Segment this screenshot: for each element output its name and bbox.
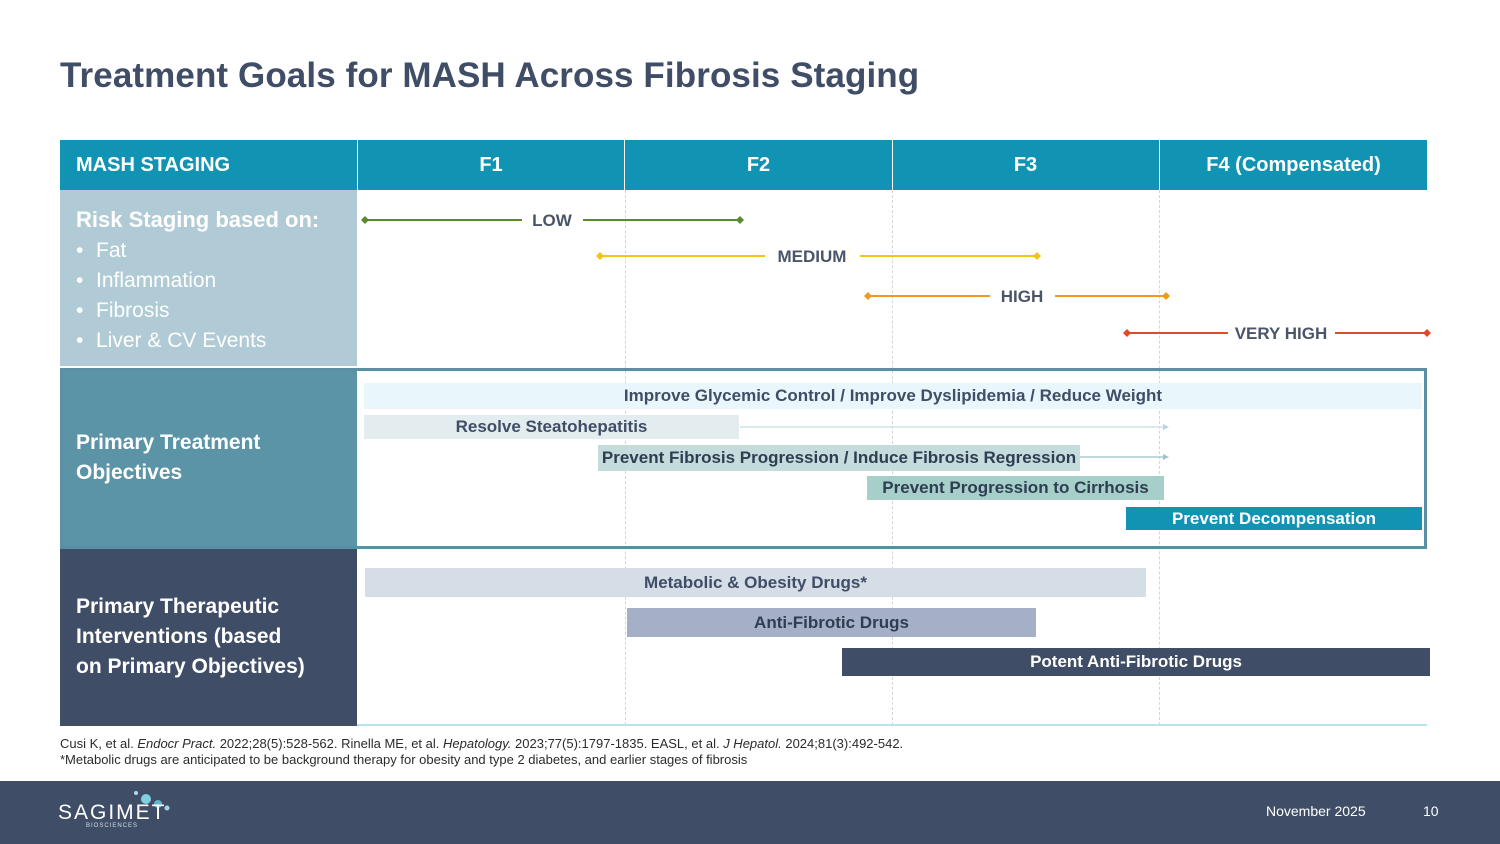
reference-line: Cusi K, et al. Endocr Pract. 2022;28(5):… (60, 736, 904, 751)
header-divider (1159, 140, 1160, 190)
references: Cusi K, et al. Endocr Pract. 2022;28(5):… (60, 736, 903, 768)
header-divider (624, 140, 625, 190)
risk-factor-item: •Liver & CV Events (76, 329, 267, 352)
header-f1: F1 (479, 154, 503, 176)
objectives-title-line: Primary Treatment (76, 430, 261, 454)
interventions-title-line: Primary Therapeutic (76, 595, 280, 618)
therapeutic-interventions-cell: Primary Therapeutic Interventions (based… (60, 549, 357, 725)
footnote-line: *Metabolic drugs are anticipated to be b… (60, 752, 748, 767)
risk-line-medium: MEDIUM (596, 247, 1041, 266)
risk-label-low: LOW (532, 211, 573, 230)
header-divider (357, 140, 358, 190)
risk-line-very-high: VERY HIGH (1123, 324, 1431, 343)
objective-bar-glycemic: Improve Glycemic Control / Improve Dysli… (364, 383, 1422, 409)
table-bottom-border (357, 724, 1427, 726)
objective-bar-prevent-fibrosis: Prevent Fibrosis Progression / Induce Fi… (598, 445, 1080, 471)
footer-date: November 2025 (1266, 803, 1366, 819)
company-logo-subtitle: BIOSCIENCES (86, 823, 139, 829)
objective-bar-resolve-steatohepatitis: Resolve Steatohepatitis (364, 415, 739, 439)
intervention-bar-anti-fibrotic: Anti-Fibrotic Drugs (627, 608, 1036, 637)
interventions-title-line: on Primary Objectives) (76, 655, 305, 678)
intervention-bar-potent-anti-fibrotic: Potent Anti-Fibrotic Drugs (842, 648, 1430, 676)
primary-objectives-cell: Primary Treatment Objectives (60, 368, 357, 547)
intervention-bar-metabolic: Metabolic & Obesity Drugs* (365, 568, 1146, 597)
header-divider (892, 140, 893, 190)
risk-label-high: HIGH (1001, 287, 1044, 306)
page-title: Treatment Goals for MASH Across Fibrosis… (60, 56, 920, 95)
logo-dots-icon (134, 791, 170, 811)
risk-label-medium: MEDIUM (778, 247, 847, 266)
risk-factor-list: •Fat •Inflammation •Fibrosis •Liver & CV… (76, 236, 357, 356)
objective-bar-prevent-cirrhosis: Prevent Progression to Cirrhosis (867, 476, 1164, 500)
objective-arrows (740, 424, 1169, 460)
risk-factor-item: •Inflammation (76, 269, 217, 292)
staging-header-row: MASH STAGING F1 F2 F3 F4 (Compensated) (60, 140, 1427, 190)
risk-label-very-high: VERY HIGH (1235, 324, 1328, 343)
risk-factor-item: •Fibrosis (76, 299, 170, 322)
risk-staging-title: Risk Staging based on: (76, 207, 320, 232)
page-number: 10 (1423, 803, 1439, 819)
risk-factor-item: •Fat (76, 239, 127, 262)
table-bottom-border (60, 724, 357, 726)
header-f2: F2 (746, 154, 771, 176)
header-f3: F3 (1013, 154, 1038, 176)
header-mash-staging: MASH STAGING (76, 154, 231, 176)
header-f4: F4 (Compensated) (1206, 154, 1381, 176)
interventions-title-line: Interventions (based (76, 625, 282, 648)
risk-line-low: LOW (361, 211, 744, 230)
objectives-title-line: Objectives (76, 460, 183, 484)
risk-line-high: HIGH (864, 287, 1170, 306)
footer-bar: SAGIMET BIOSCIENCES November 2025 10 (0, 781, 1500, 844)
company-logo: SAGIMET (58, 801, 167, 824)
risk-staging-cell: Risk Staging based on: •Fat •Inflammatio… (60, 190, 357, 366)
objective-bar-prevent-decompensation: Prevent Decompensation (1126, 507, 1422, 530)
